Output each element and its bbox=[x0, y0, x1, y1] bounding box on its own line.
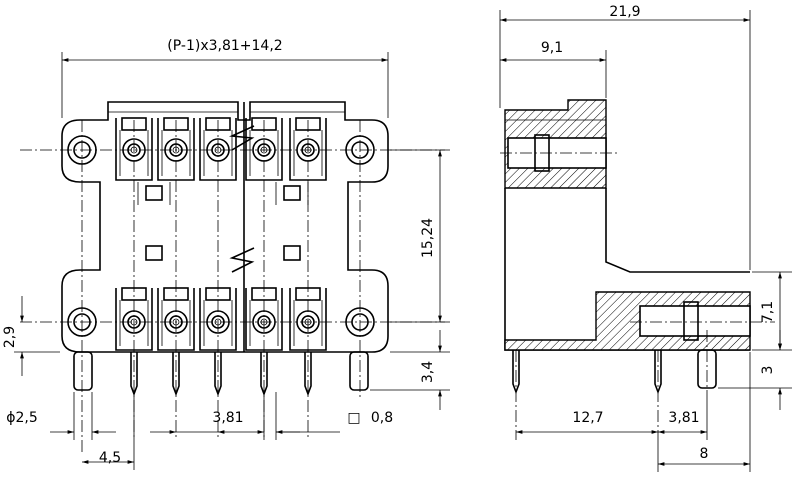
dim-pin-pitch: 3,81 bbox=[212, 410, 243, 426]
front-pin bbox=[172, 352, 180, 397]
front-pin bbox=[304, 352, 312, 397]
lock-square bbox=[283, 245, 301, 261]
break-line-bottom bbox=[229, 247, 255, 273]
dim-upper-depth: 9,1 bbox=[541, 40, 563, 56]
front-dimensions: (P-1)x3,81+14,2 15,24 2,9 3,4 ϕ2,5 3,81 bbox=[2, 38, 450, 470]
side-lower-clip bbox=[683, 301, 699, 341]
contact-row-bottom bbox=[115, 287, 327, 351]
side-dimensions: 21,9 9,1 7,1 3 12,7 3,81 8 bbox=[499, 4, 792, 472]
pin-square-symbol: □ bbox=[347, 410, 360, 426]
dim-pin-row-offset: 2,9 bbox=[2, 326, 18, 348]
dim-pin-span: 12,7 bbox=[572, 410, 603, 426]
front-view bbox=[20, 101, 445, 452]
center-lines bbox=[20, 120, 445, 452]
dim-pin-length: 3,4 bbox=[420, 361, 436, 383]
front-body-outline bbox=[61, 101, 389, 353]
lock-square bbox=[145, 185, 163, 201]
contact-row-top bbox=[115, 117, 327, 181]
dim-side-pin-length: 3 bbox=[760, 366, 776, 375]
dim-rear-offset: 8 bbox=[700, 446, 709, 462]
dim-total-depth: 21,9 bbox=[609, 4, 640, 20]
dim-width-formula: (P-1)x3,81+14,2 bbox=[167, 38, 282, 54]
front-pins bbox=[130, 352, 312, 397]
dim-pin-square: 0,8 bbox=[371, 410, 393, 426]
dim-lower-height: 7,1 bbox=[760, 301, 776, 323]
dim-hole-to-pin: 4,5 bbox=[99, 450, 121, 466]
peg-left bbox=[73, 351, 93, 391]
break-line-top bbox=[228, 125, 255, 151]
side-lower-bore bbox=[639, 305, 751, 337]
front-pin bbox=[214, 352, 222, 397]
side-view bbox=[500, 99, 775, 440]
peg-right bbox=[349, 351, 369, 391]
dim-hole-diameter: ϕ2,5 bbox=[6, 410, 38, 426]
dim-row-pitch: 15,24 bbox=[420, 218, 436, 258]
lock-rails bbox=[137, 182, 309, 205]
lock-square bbox=[283, 185, 301, 201]
dim-side-pin-pitch: 3,81 bbox=[668, 410, 699, 426]
lock-square bbox=[145, 245, 163, 261]
